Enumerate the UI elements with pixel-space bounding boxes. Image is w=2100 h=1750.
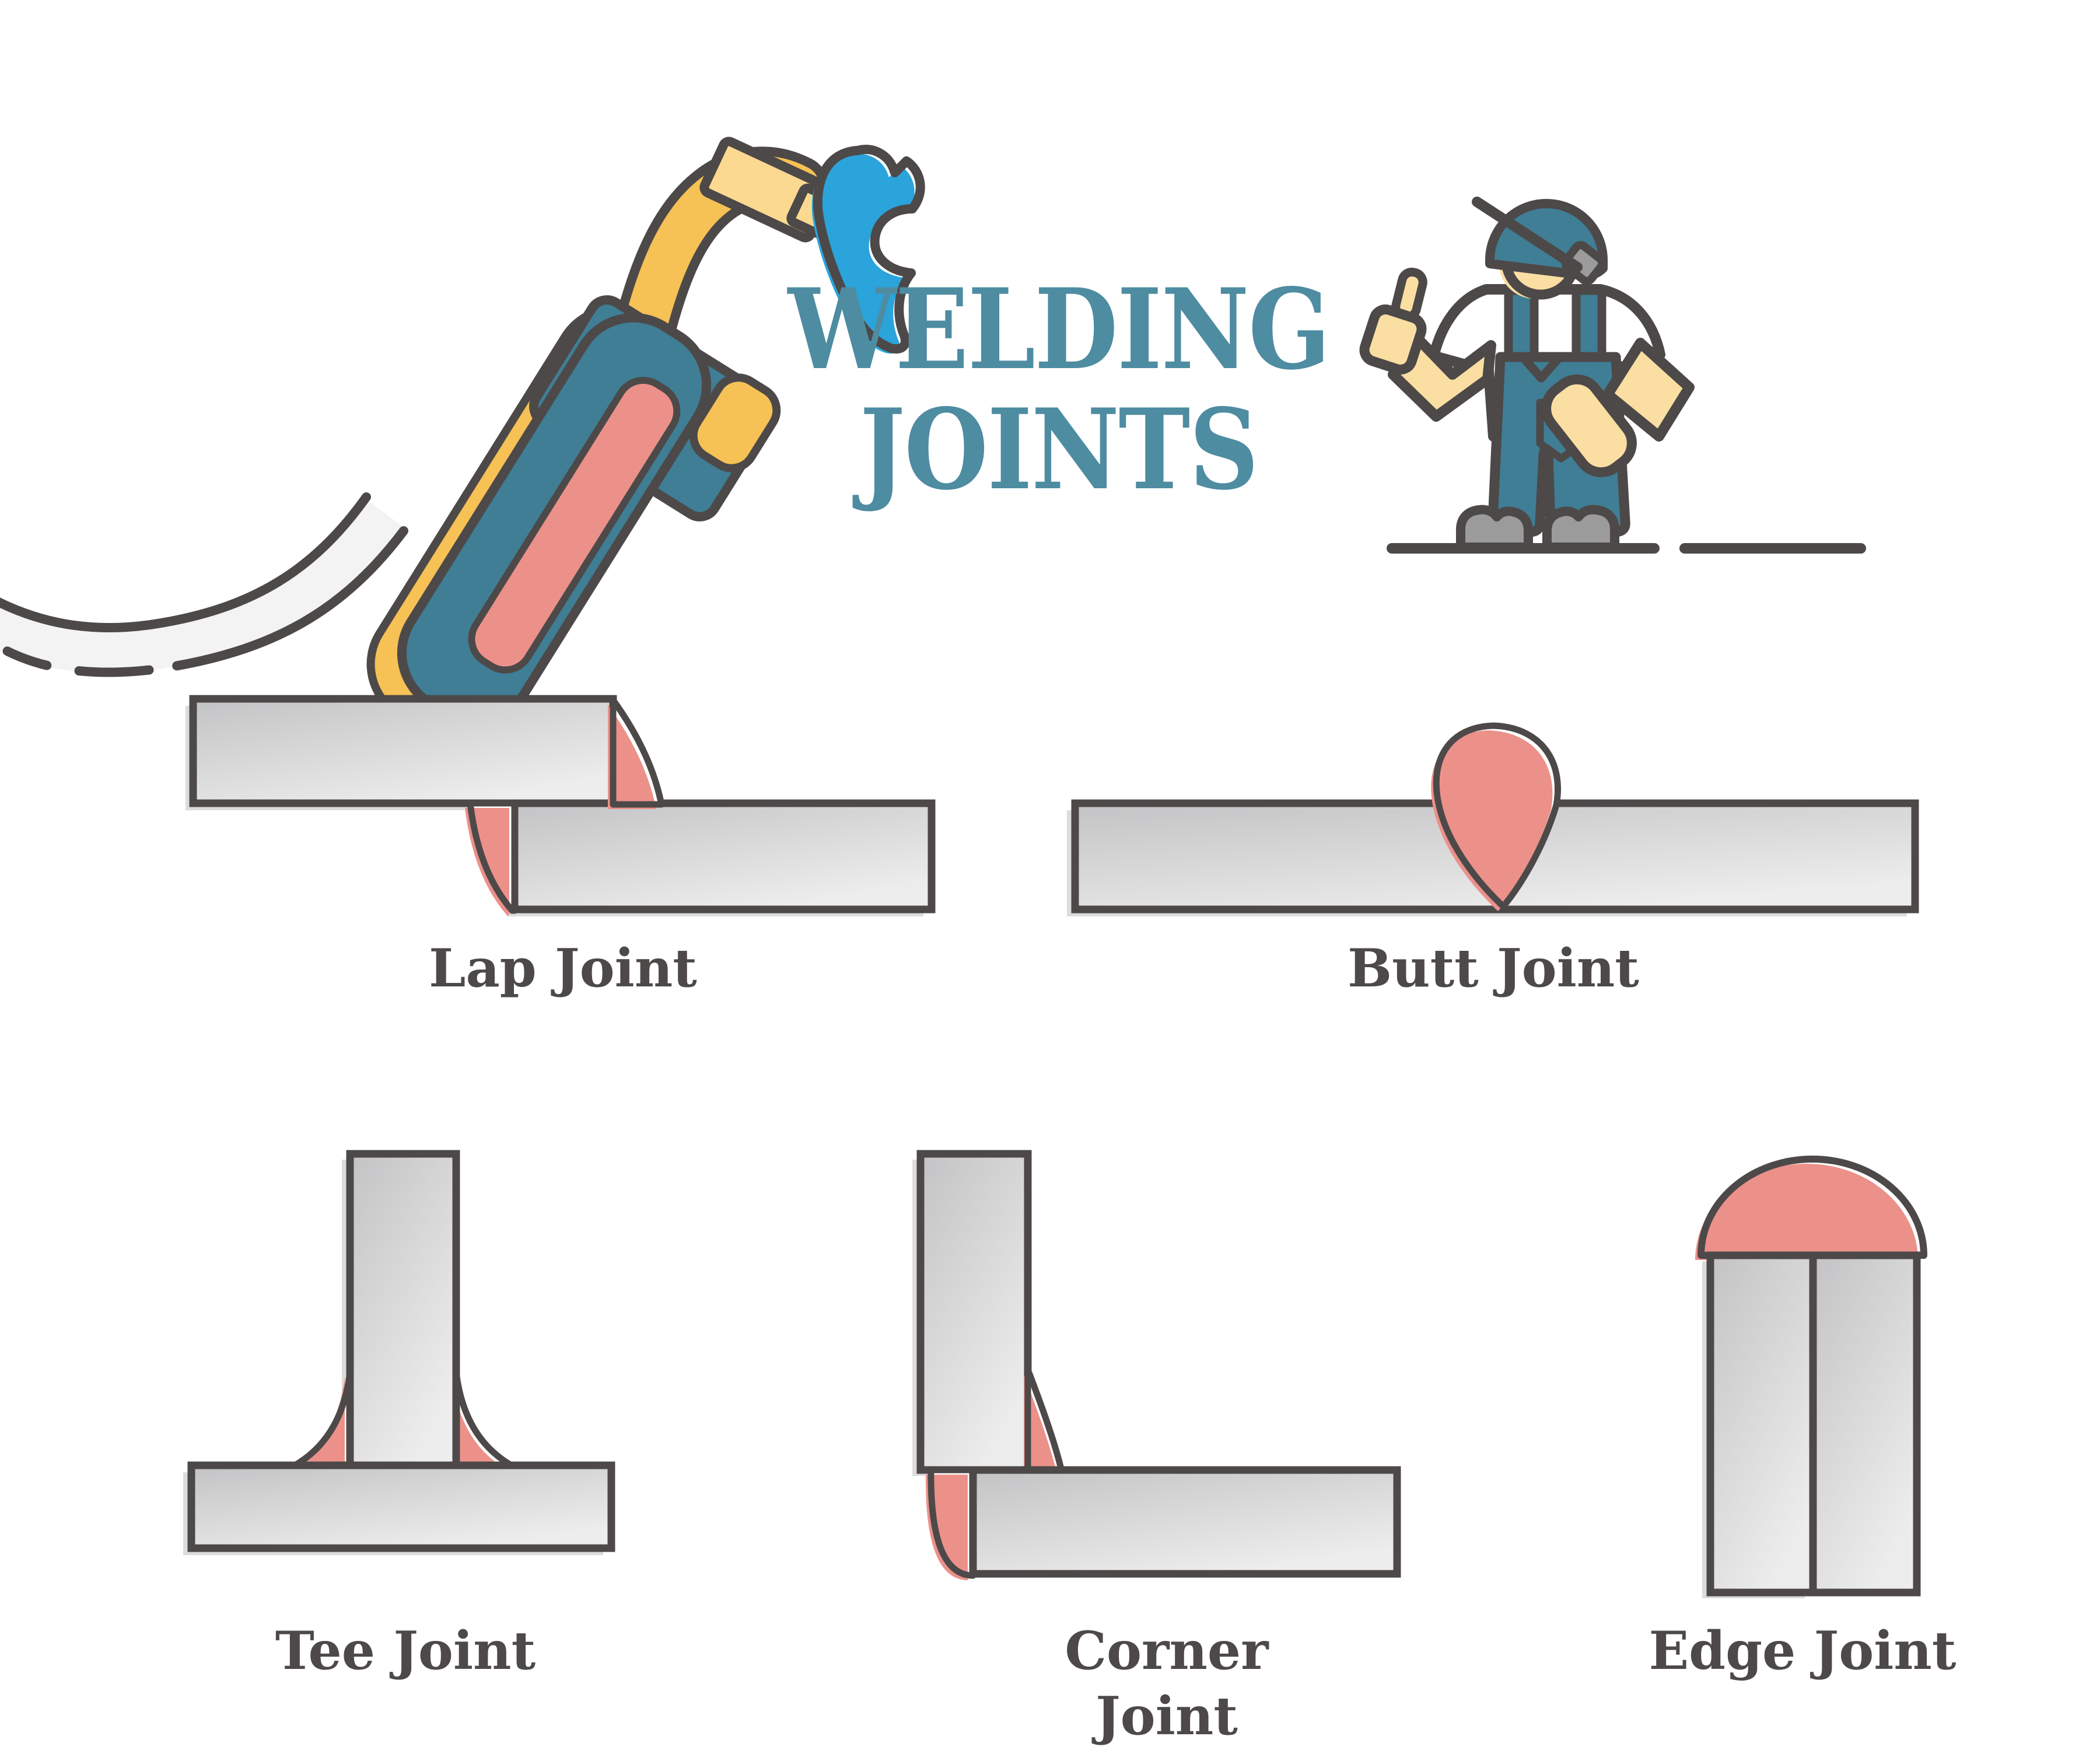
fist — [1359, 304, 1427, 375]
left-shoe-icon — [1456, 505, 1533, 552]
lap-joint-diagram — [186, 695, 936, 916]
torch-trigger-piece — [689, 373, 781, 473]
arm-on-hip — [1541, 338, 1695, 478]
edge-joint-diagram — [1695, 1156, 1927, 1598]
hip-hand — [1541, 374, 1637, 478]
butt-joint-label: Butt Joint — [1348, 937, 1639, 999]
tee-joint-diagram — [183, 1150, 615, 1555]
tee-joint-label: Tee Joint — [275, 1620, 536, 1682]
corner-joint-diagram — [912, 1150, 1401, 1580]
welder-worker-illustration — [1359, 197, 1866, 554]
weld-bead — [465, 800, 518, 915]
metal-plate — [969, 1466, 1401, 1578]
weld-bead — [608, 696, 665, 809]
weld-bead — [452, 1368, 519, 1472]
hat-brim-line — [1472, 197, 1583, 272]
torch-cable — [0, 492, 408, 677]
metal-plate — [1809, 1251, 1921, 1597]
flame-icon — [811, 145, 925, 354]
page-title-line1: WELDING — [788, 264, 1331, 394]
worker-head — [1472, 197, 1608, 300]
weld-bead — [285, 1368, 354, 1472]
metal-plate — [510, 799, 936, 914]
thumbs-up-arm — [1359, 267, 1496, 422]
torch-grip-stripe — [468, 376, 681, 674]
weld-bead — [925, 1466, 977, 1580]
weld-bead — [1695, 1156, 1927, 1260]
edge-joint-label: Edge Joint — [1648, 1620, 1957, 1682]
hat-ear-guard — [1561, 241, 1606, 285]
right-shoe-icon — [1542, 505, 1619, 552]
metal-plate — [916, 1150, 1032, 1474]
corner-joint-label: Corner Joint — [1065, 1620, 1269, 1747]
metal-plate — [187, 1461, 615, 1552]
page-title-line2: JOINTS — [859, 384, 1259, 514]
weld-bead — [1431, 722, 1561, 911]
page-title: WELDING JOINTS — [754, 270, 1363, 510]
lap-joint-label: Lap Joint — [429, 937, 697, 999]
weld-bead — [1024, 1366, 1065, 1476]
cable-top-outline — [0, 492, 371, 632]
butt-joint-diagram — [1067, 722, 1919, 916]
metal-plate — [346, 1150, 460, 1469]
metal-plate — [1706, 1251, 1817, 1597]
metal-plate — [189, 695, 617, 807]
cable-bottom-outline-dashed — [0, 526, 408, 677]
overalls-waist-seam — [1520, 355, 1562, 383]
